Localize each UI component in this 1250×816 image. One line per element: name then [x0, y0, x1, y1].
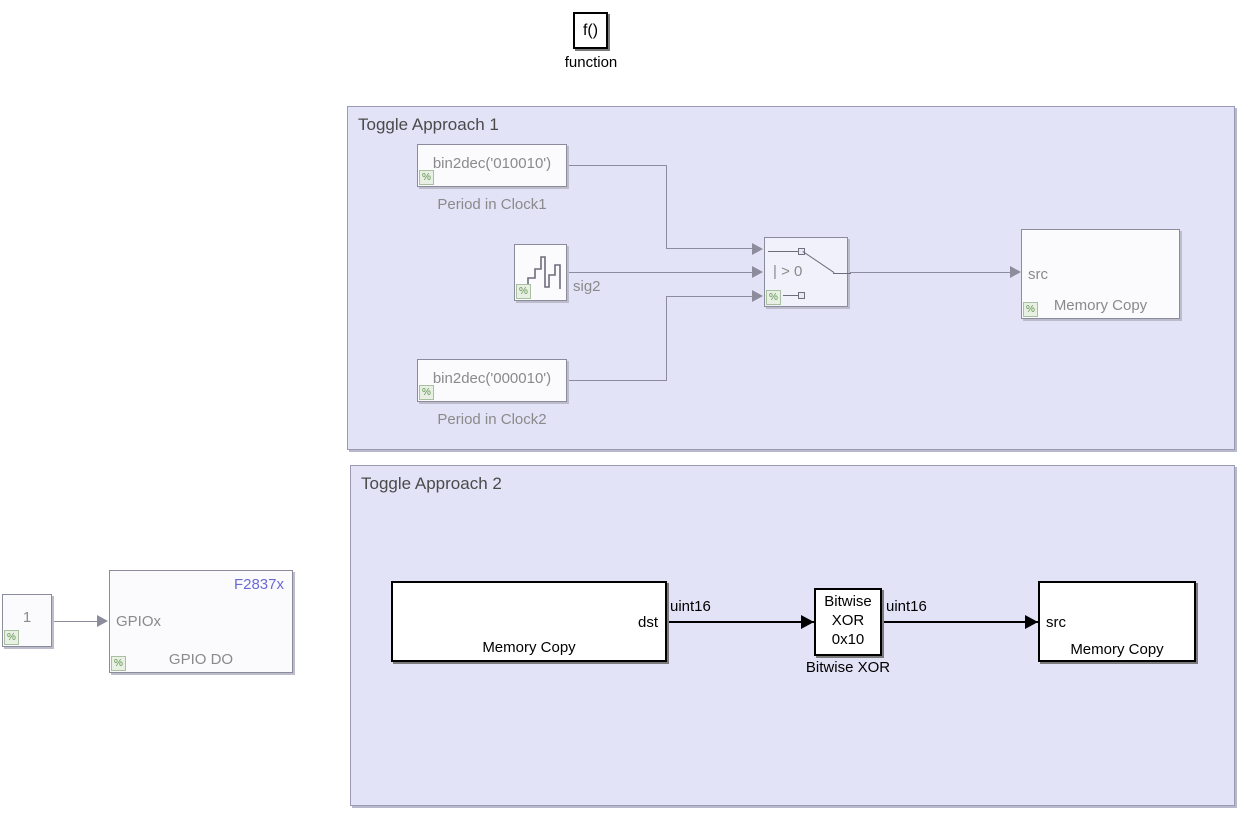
signal-generator-block[interactable]: %: [514, 244, 567, 301]
comment-badge-icon: %: [1023, 302, 1038, 317]
const-period-clock2-expr: bin2dec('000010'): [432, 370, 552, 387]
wire-const2-h2: [666, 296, 753, 297]
wire-const1-v: [666, 165, 667, 248]
comment-badge-icon: %: [419, 385, 434, 400]
wire-const1-h1: [567, 165, 667, 166]
pulse-waveform-icon: [521, 256, 561, 289]
const-period-clock2-block[interactable]: bin2dec('000010') %: [417, 359, 567, 402]
comment-badge-icon: %: [4, 630, 19, 645]
subsystem-1-title: Toggle Approach 1: [358, 115, 499, 134]
arrow-switch-port2: [752, 266, 763, 278]
arrow-memcopy-src-2: [1025, 615, 1038, 629]
arrow-memcopy-src-1: [1010, 266, 1021, 278]
memory-copy-source-name: Memory Copy: [482, 639, 576, 656]
function-block-caption: function: [564, 54, 618, 71]
wire-const1-h2: [666, 248, 753, 249]
memory-copy-dest-port-src: src: [1046, 614, 1066, 631]
switch-lower-knob: [798, 292, 805, 299]
wire-xor-to-memcopy: [883, 621, 1038, 623]
signal-label-sig2: sig2: [573, 278, 601, 295]
const-period-clock2-caption: Period in Clock2: [437, 411, 547, 428]
wire-memcopy-to-xor: [667, 621, 815, 623]
gpio-do-block[interactable]: F2837x GPIOx GPIO DO %: [109, 570, 293, 673]
function-block-label: f(): [582, 22, 599, 39]
wire-const-to-gpio: [52, 621, 102, 622]
memory-copy-dest-name: Memory Copy: [1070, 641, 1164, 658]
function-block[interactable]: f(): [573, 12, 608, 49]
switch-blade: [802, 251, 835, 274]
wire-const2-h1: [567, 380, 667, 381]
signal-type-label-uint16-1: uint16: [670, 598, 711, 615]
memory-copy-block-1[interactable]: src Memory Copy %: [1021, 229, 1180, 319]
arrow-switch-port1: [752, 243, 763, 255]
bitwise-xor-line3: 0x10: [831, 631, 865, 648]
constant-block[interactable]: 1 %: [2, 594, 52, 647]
memory-copy-block-source[interactable]: dst Memory Copy: [391, 581, 667, 662]
gpio-block-name: GPIO DO: [168, 651, 234, 668]
gpio-port-in-label: GPIOx: [116, 613, 162, 630]
arrow-gpio-input: [97, 615, 108, 627]
switch-criteria-label: | > 0: [773, 263, 803, 280]
signal-type-label-uint16-2: uint16: [886, 598, 927, 615]
bitwise-xor-caption: Bitwise XOR: [805, 659, 891, 676]
const-period-clock1-expr: bin2dec('010010'): [432, 155, 552, 172]
memory-copy-1-name: Memory Copy: [1053, 297, 1148, 314]
subsystem-2-title: Toggle Approach 2: [361, 474, 502, 493]
memory-copy-1-port-src: src: [1028, 266, 1048, 283]
comment-badge-icon: %: [516, 284, 531, 299]
gpio-brand-label: F2837x: [233, 576, 284, 593]
switch-upper-line: [768, 251, 801, 252]
switch-output-line: [833, 273, 851, 274]
memory-copy-block-dest[interactable]: src Memory Copy: [1038, 581, 1196, 662]
comment-badge-icon: %: [419, 170, 434, 185]
switch-block[interactable]: | > 0 %: [764, 237, 851, 307]
const-period-clock1-caption: Period in Clock1: [437, 196, 547, 213]
arrow-xor-input: [801, 615, 814, 629]
comment-badge-icon: %: [766, 290, 781, 305]
bitwise-xor-line1: Bitwise: [824, 593, 872, 610]
constant-value: 1: [22, 609, 32, 626]
wire-const2-v: [666, 296, 667, 381]
comment-badge-icon: %: [111, 656, 126, 671]
arrow-switch-port3: [752, 290, 763, 302]
switch-lower-line: [783, 295, 802, 296]
bitwise-xor-block[interactable]: Bitwise XOR 0x10: [814, 588, 882, 656]
memory-copy-source-port-dst: dst: [637, 614, 658, 631]
bitwise-xor-line2: XOR: [831, 612, 865, 629]
wire-siggen-h: [567, 272, 753, 273]
const-period-clock1-block[interactable]: bin2dec('010010') %: [417, 144, 567, 187]
wire-switch-to-memcopy: [848, 272, 1013, 273]
